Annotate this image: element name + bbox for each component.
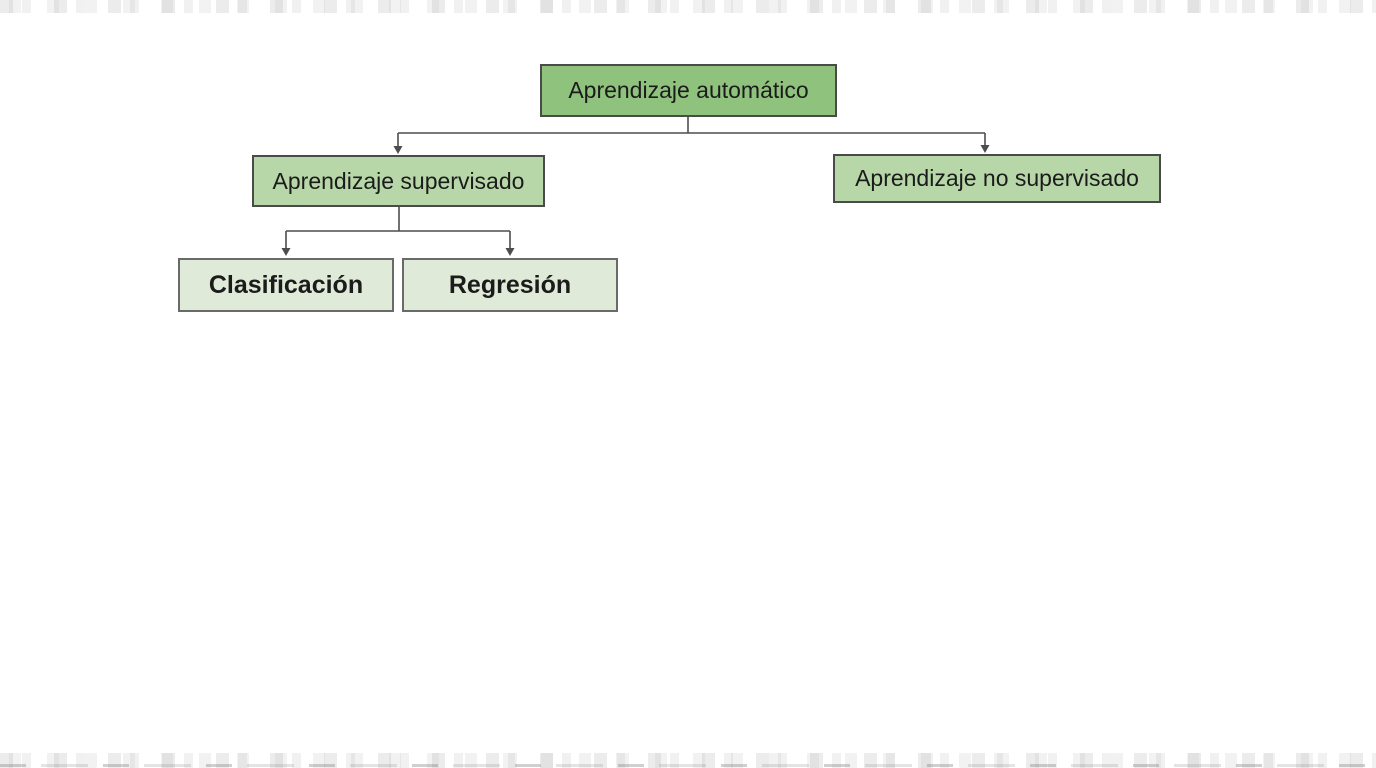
node-label: Regresión [448, 270, 572, 299]
arrowhead-supervised [393, 146, 403, 154]
node-regresion: Regresión [402, 258, 618, 312]
arrowhead-classification [281, 248, 291, 256]
node-aprendizaje-no-supervisado: Aprendizaje no supervisado [833, 154, 1161, 203]
top-noise-band [0, 0, 1376, 13]
node-label: Aprendizaje supervisado [272, 167, 525, 194]
arrowhead-regression [505, 248, 515, 256]
bottom-noise-band [0, 753, 1376, 768]
node-aprendizaje-automatico: Aprendizaje automático [540, 64, 837, 117]
bottom-noise-dashes [0, 764, 1376, 767]
node-label: Aprendizaje automático [568, 77, 809, 103]
arrowhead-unsupervised [980, 145, 990, 153]
node-label: Aprendizaje no supervisado [855, 165, 1139, 191]
node-clasificacion: Clasificación [178, 258, 394, 312]
node-aprendizaje-supervisado: Aprendizaje supervisado [252, 155, 545, 207]
node-label: Clasificación [208, 270, 364, 299]
